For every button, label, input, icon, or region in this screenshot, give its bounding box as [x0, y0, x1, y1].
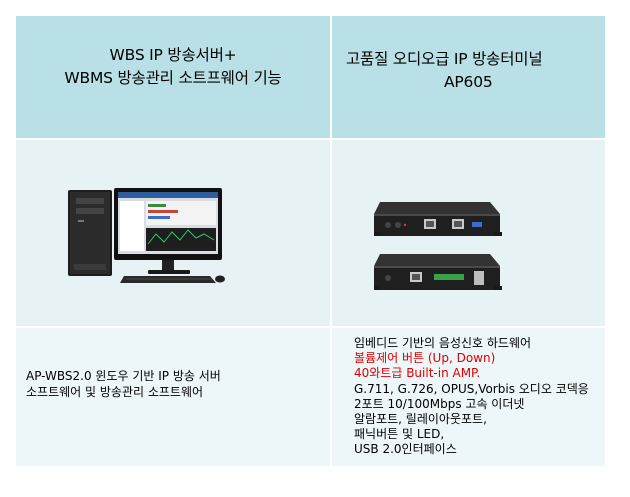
image-cell-terminal: [332, 140, 605, 326]
image-cell-server: [16, 140, 330, 326]
header-terminal-title: 고품질 오디오급 IP 방송터미널 AP605: [346, 48, 543, 94]
feature-item-panic-led: 패닉버튼 및 LED,: [354, 427, 445, 442]
desc-server-text: AP-WBS2.0 윈도우 기반 IP 방송 서버 소프트웨어 및 방송관리 소…: [26, 368, 221, 400]
pc-with-software-screen-image: [68, 188, 225, 283]
desc-server-line2: 소프트웨어 및 방송관리 소프트웨어: [26, 385, 204, 399]
header-terminal-line1: 고품질 오디오급 IP 방송터미널: [346, 50, 543, 68]
feature-item-usb: USB 2.0인터페이스: [354, 442, 457, 457]
header-server-title: WBS IP 방송서버+ WBMS 방송관리 소트프웨어 기능: [16, 44, 330, 90]
feature-item-amp: 40와트급 Built-in AMP.: [354, 366, 481, 381]
header-cell-terminal: 고품질 오디오급 IP 방송터미널 AP605: [332, 16, 605, 138]
ap605-terminal-front-and-back-image: [374, 202, 502, 290]
feature-item-ethernet: 2포트 10/100Mbps 고속 이더넷: [354, 396, 525, 411]
feature-item: 임베디드 기반의 음성신호 하드웨어: [354, 336, 532, 350]
header-terminal-line2: AP605: [444, 73, 493, 91]
header-server-line2: WBMS 방송관리 소트프웨어 기능: [64, 69, 282, 87]
header-cell-server: WBS IP 방송서버+ WBMS 방송관리 소트프웨어 기능: [16, 16, 330, 138]
feature-item-alarm-relay: 알람포트, 릴레이아웃포트,: [354, 412, 487, 427]
desc-terminal-list: 임베디드 기반의 음성신호 하드웨어 볼륨제어 버튼 (Up, Down) 40…: [354, 336, 589, 458]
header-server-line1: WBS IP 방송서버+: [109, 46, 237, 64]
feature-table: WBS IP 방송서버+ WBMS 방송관리 소트프웨어 기능 고품질 오디오급…: [16, 16, 605, 466]
desc-server-line1: AP-WBS2.0 윈도우 기반 IP 방송 서버: [26, 369, 221, 383]
feature-item-codec: G.711, G.726, OPUS,Vorbis 오디오 코덱응: [354, 381, 589, 396]
desc-cell-server: AP-WBS2.0 윈도우 기반 IP 방송 서버 소프트웨어 및 방송관리 소…: [16, 328, 330, 466]
desc-cell-terminal: 임베디드 기반의 음성신호 하드웨어 볼륨제어 버튼 (Up, Down) 40…: [332, 328, 605, 466]
feature-item-volume-control: 볼륨제어 버튼 (Up, Down): [354, 351, 496, 366]
